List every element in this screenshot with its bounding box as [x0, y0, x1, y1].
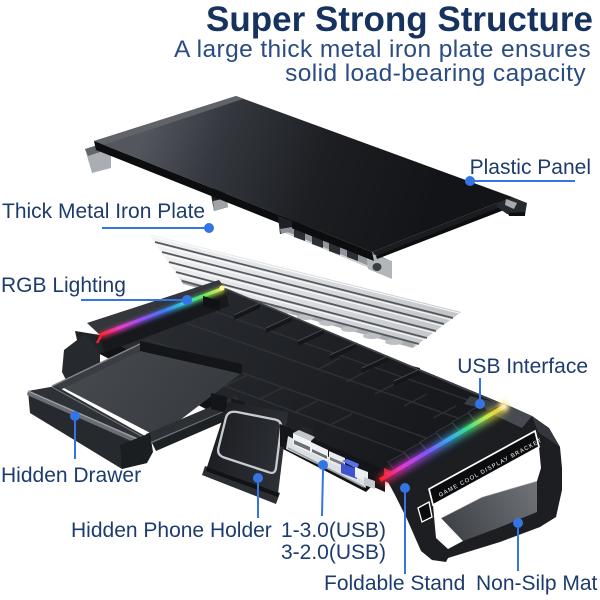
svg-text:Hidden Drawer: Hidden Drawer	[1, 464, 141, 487]
svg-text:RGB Lighting: RGB Lighting	[1, 274, 126, 297]
svg-text:Super Strong Structure: Super Strong Structure	[206, 0, 593, 39]
svg-text:Plastic Panel: Plastic Panel	[470, 156, 591, 179]
svg-text:Foldable Stand: Foldable Stand	[324, 572, 465, 595]
svg-text:USB Interface: USB Interface	[457, 355, 588, 378]
svg-text:1-3.0(USB): 1-3.0(USB)	[281, 519, 386, 542]
svg-text:Hidden Phone Holder: Hidden Phone Holder	[71, 519, 272, 542]
svg-text:Non-Silp Mat: Non-Silp Mat	[476, 572, 598, 595]
svg-text:solid load-bearing capacity: solid load-bearing capacity	[285, 60, 586, 87]
svg-text:3-2.0(USB): 3-2.0(USB)	[281, 541, 386, 564]
svg-text:Thick Metal Iron Plate: Thick Metal Iron Plate	[2, 200, 205, 223]
svg-text:A large thick metal iron plate: A large thick metal iron plate ensures	[174, 36, 591, 63]
